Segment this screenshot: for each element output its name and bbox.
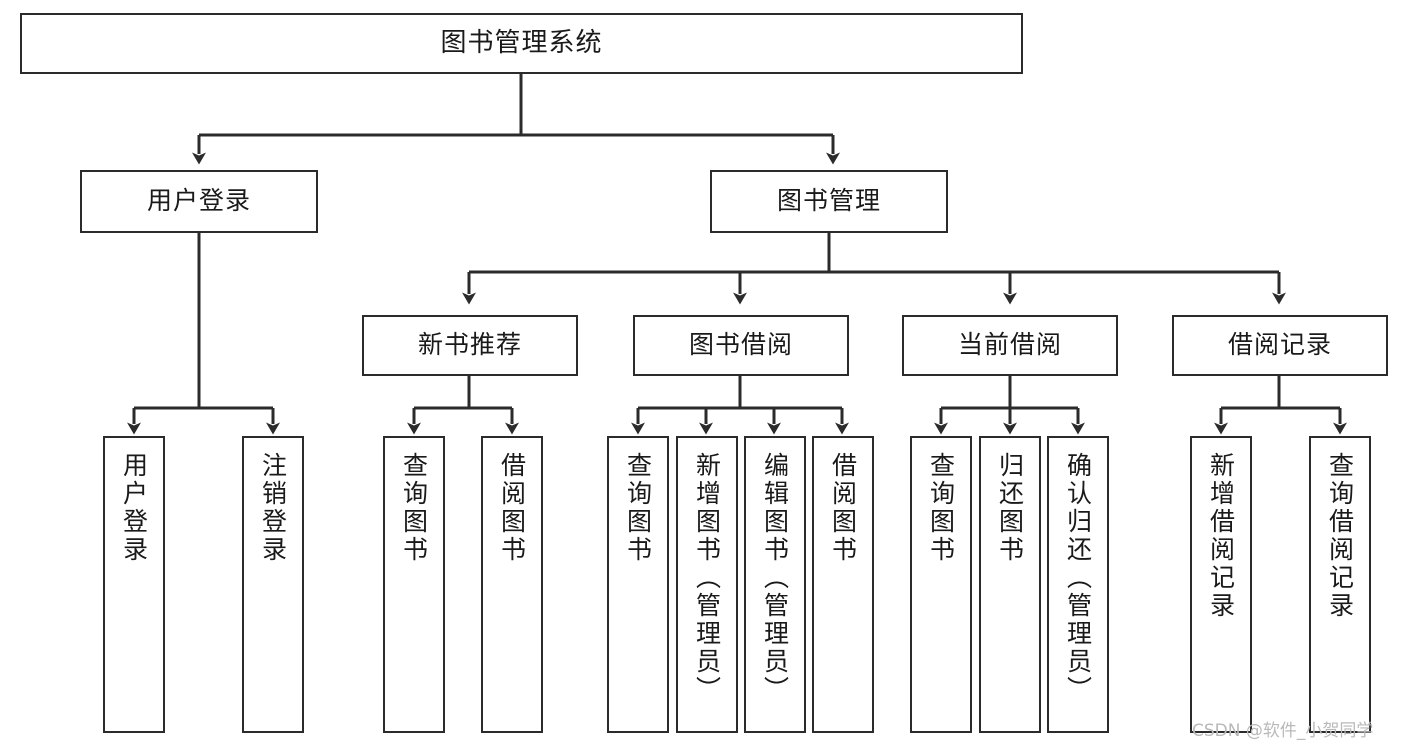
leaf-borrow-query-book[interactable]: 查询图书 (607, 436, 669, 733)
leaf-user-login-signout[interactable]: 注销登录 (242, 436, 304, 733)
node-label: 图书借阅 (688, 330, 793, 360)
node-label: 用户登录 (119, 452, 149, 564)
node-label: 查询图书 (926, 452, 956, 564)
leaf-current-confirm-return[interactable]: 确认归还（管理员） (1047, 436, 1109, 733)
node-book-borrow[interactable]: 图书借阅 (633, 315, 849, 376)
node-label: 新增图书（管理员） (692, 452, 722, 704)
node-label: 查询图书 (399, 452, 429, 564)
node-label: 编辑图书（管理员） (760, 452, 790, 704)
leaf-user-login-signin[interactable]: 用户登录 (103, 436, 165, 733)
node-label: 新书推荐 (417, 330, 522, 360)
node-current-borrow[interactable]: 当前借阅 (902, 315, 1118, 376)
leaf-current-return-book[interactable]: 归还图书 (979, 436, 1041, 733)
node-book-management[interactable]: 图书管理 (710, 170, 948, 233)
node-label: 当前借阅 (957, 330, 1062, 360)
node-label: 图书管理 (776, 186, 881, 216)
node-root-system[interactable]: 图书管理系统 (20, 13, 1023, 74)
node-user-login[interactable]: 用户登录 (80, 170, 318, 233)
leaf-borrow-add-book[interactable]: 新增图书（管理员） (676, 436, 738, 733)
node-label: 确认归还（管理员） (1063, 452, 1093, 704)
leaf-borrow-edit-book[interactable]: 编辑图书（管理员） (744, 436, 806, 733)
node-label: 借阅图书 (828, 452, 858, 564)
node-label: 用户登录 (146, 186, 251, 216)
node-label: 新增借阅记录 (1206, 452, 1236, 620)
leaf-current-query-book[interactable]: 查询图书 (910, 436, 972, 733)
node-label: 注销登录 (258, 452, 288, 564)
node-label: 查询图书 (623, 452, 653, 564)
leaf-recommend-borrow-book[interactable]: 借阅图书 (481, 436, 543, 733)
leaf-borrow-borrow-book[interactable]: 借阅图书 (812, 436, 874, 733)
leaf-recommend-query-book[interactable]: 查询图书 (383, 436, 445, 733)
node-label: 查询借阅记录 (1325, 452, 1355, 620)
node-label: 图书管理系统 (440, 27, 603, 58)
csdn-watermark: CSDN @软件_小贺同学 (1192, 721, 1374, 741)
leaf-record-query-record[interactable]: 查询借阅记录 (1309, 436, 1371, 733)
node-new-book-recommend[interactable]: 新书推荐 (362, 315, 578, 376)
node-label: 借阅记录 (1227, 330, 1332, 360)
node-label: 借阅图书 (497, 452, 527, 564)
node-borrow-record[interactable]: 借阅记录 (1172, 315, 1388, 376)
leaf-record-add-record[interactable]: 新增借阅记录 (1190, 436, 1252, 733)
node-label: 归还图书 (995, 452, 1025, 564)
